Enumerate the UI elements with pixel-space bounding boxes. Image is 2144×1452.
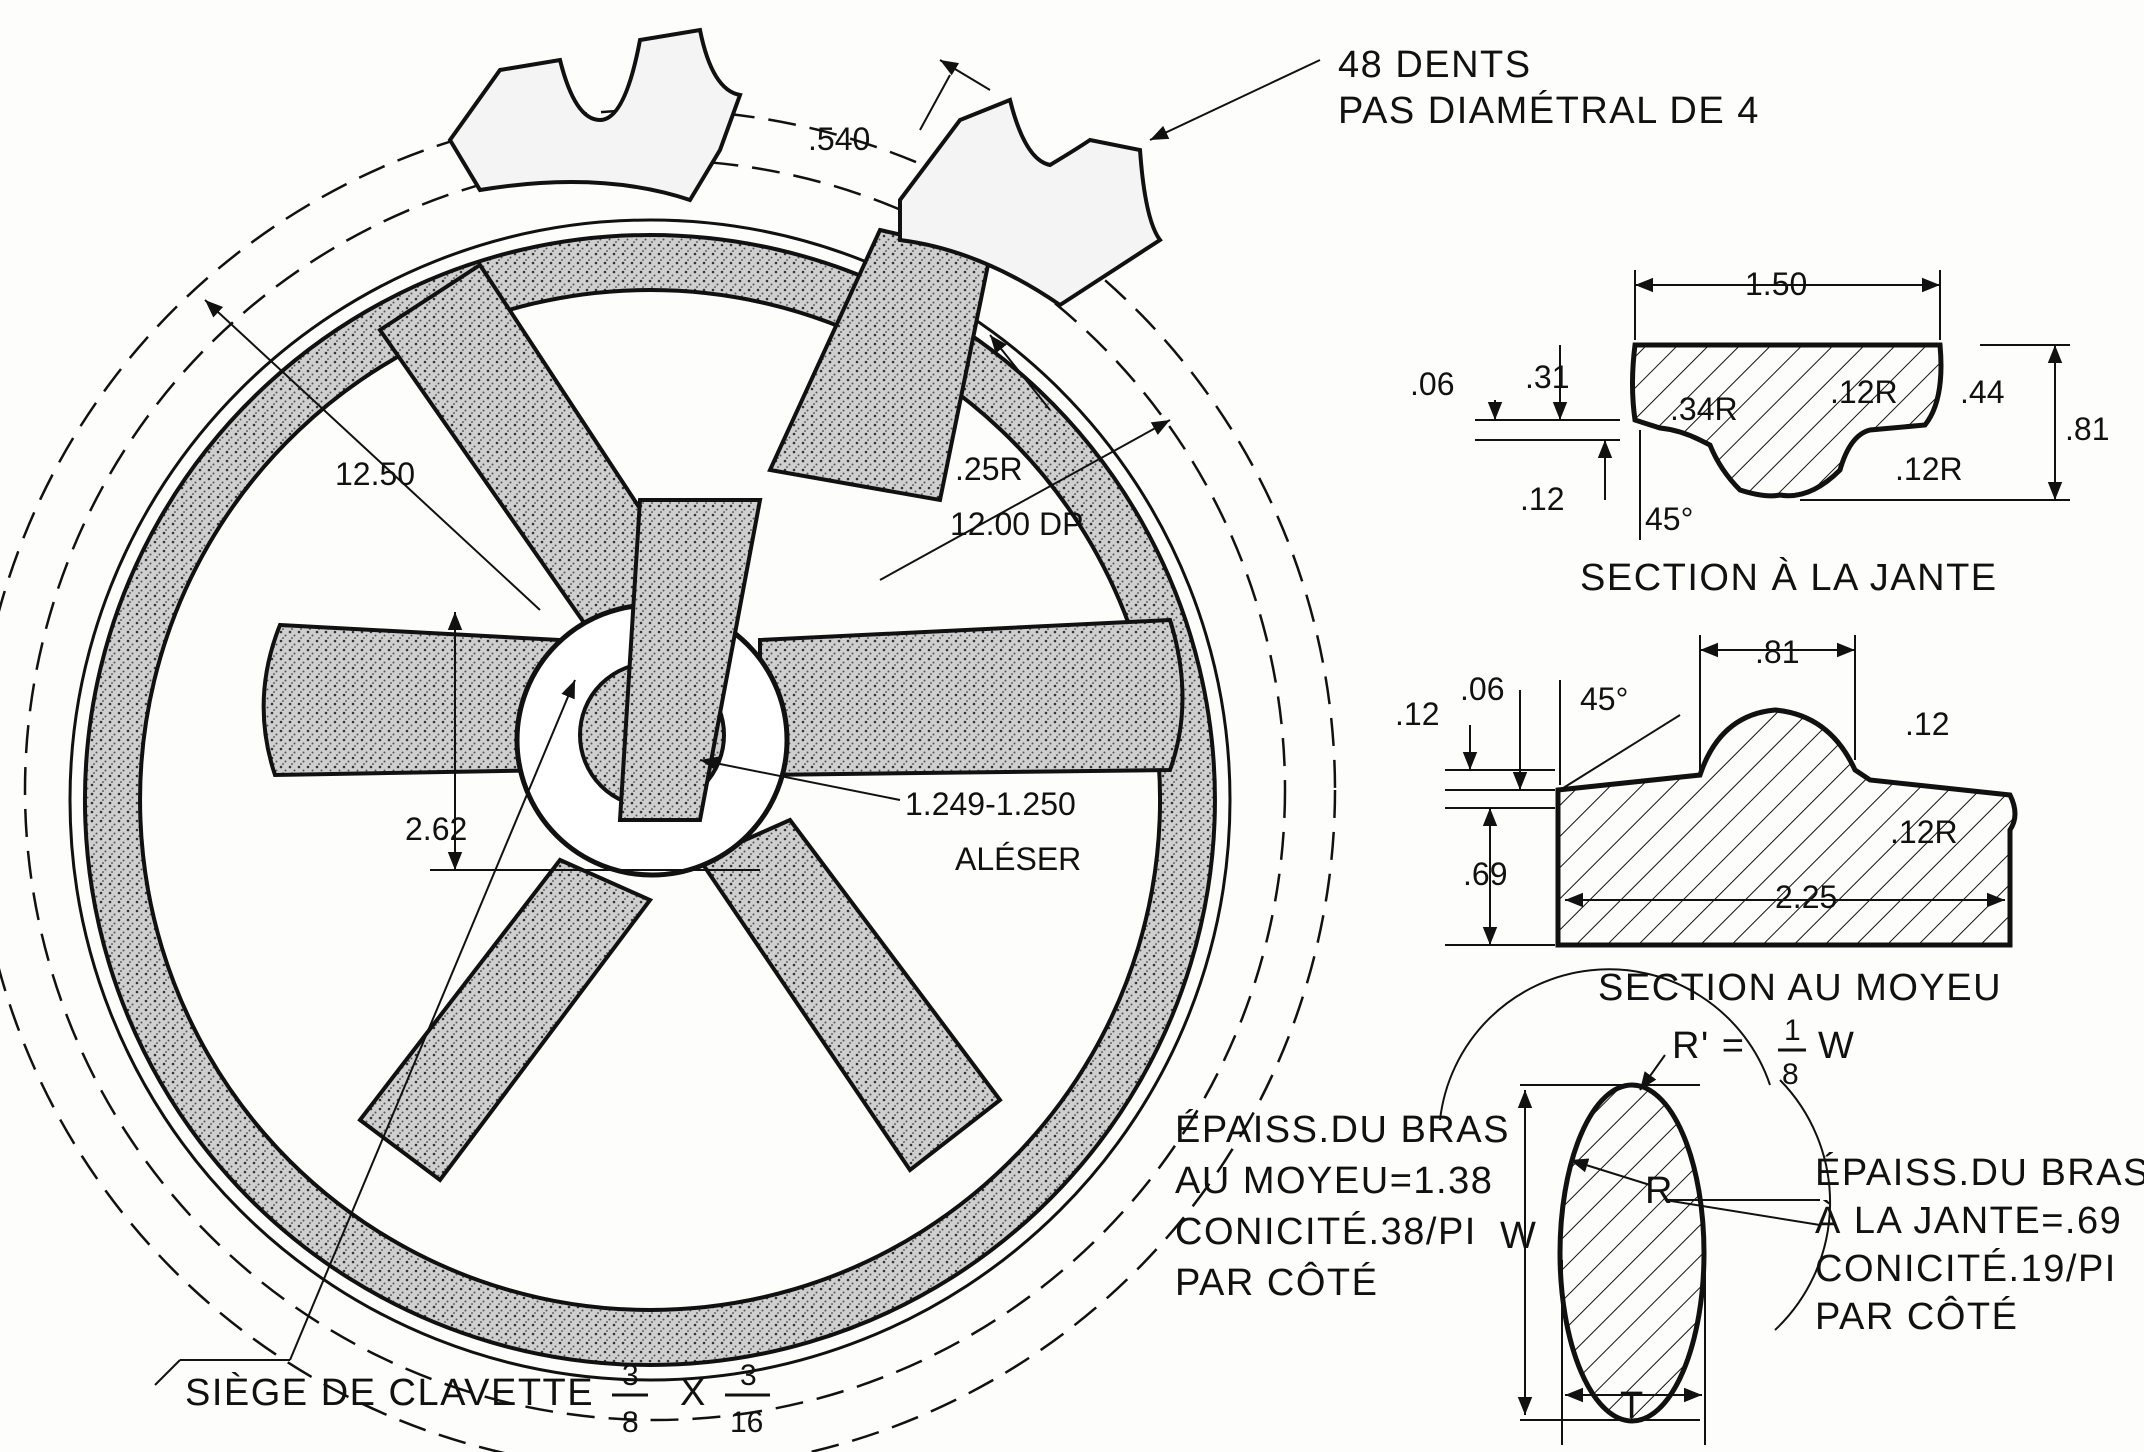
rim-inner-edge — [138, 288, 1162, 1312]
rim-angle-label: 45° — [1645, 501, 1693, 537]
keyseat-width-fraction: 3 8 — [612, 1359, 648, 1439]
rim-section-profile — [1630, 342, 1944, 499]
hub-section-profile — [1555, 707, 2018, 948]
keyseat-leader-c — [154, 1359, 181, 1386]
svg-text:CONICITÉ.38/PI: CONICITÉ.38/PI — [1175, 1210, 1477, 1253]
teeth-count-label: 48 DENTS — [1338, 44, 1532, 86]
hub-dim-label: 2.62 — [405, 811, 467, 847]
pitch-phantom-circle — [23, 158, 1287, 1422]
fillet-leader — [989, 334, 1051, 411]
rim-section-title: SECTION À LA JANTE — [1580, 556, 1998, 599]
keyseat-leader-a — [289, 679, 576, 1361]
rim-34r-label: .34R — [1670, 391, 1738, 427]
bore-dim-label: 1.249-1.250 — [905, 786, 1076, 822]
svg-text:CONICITÉ.19/PI: CONICITÉ.19/PI — [1815, 1247, 2117, 1290]
svg-text:AU MOYEU=1.38: AU MOYEU=1.38 — [1175, 1160, 1493, 1202]
bore-note-label: ALÉSER — [955, 841, 1081, 877]
rim-width-label: 1.50 — [1745, 266, 1807, 302]
rim-31-label: .31 — [1525, 359, 1569, 395]
outer-diameter-dim-line — [204, 299, 541, 611]
hub-12r-label: .12R — [1890, 814, 1958, 850]
svg-text:À LA JANTE=.69: À LA JANTE=.69 — [1815, 1199, 2122, 1242]
svg-text:3: 3 — [740, 1359, 757, 1392]
arm-lower-right — [697, 817, 1003, 1173]
arm-cross-section — [1557, 1082, 1707, 1424]
tooth-dim-line — [939, 59, 991, 91]
svg-text:1: 1 — [1784, 1014, 1801, 1047]
hub-12a-label: .12 — [1395, 696, 1439, 732]
gear-view — [0, 27, 1337, 1452]
svg-text:8: 8 — [1782, 1058, 1799, 1091]
arm-section — [1439, 968, 1832, 1445]
rim-44-label: .44 — [1960, 374, 2004, 410]
arm-hub-note: ÉPAISS.DU BRAS AU MOYEU=1.38 CONICITÉ.38… — [1175, 1108, 1510, 1304]
hub-06-label: .06 — [1460, 671, 1504, 707]
arm-right — [758, 617, 1185, 778]
hub-69-label: .69 — [1463, 856, 1507, 892]
arm-left — [261, 622, 562, 778]
hub-section — [1445, 635, 2018, 948]
rim-06-label: .06 — [1410, 366, 1454, 402]
svg-text:W: W — [1818, 1025, 1855, 1067]
rim-section — [1475, 270, 2070, 540]
teeth-upper-left — [447, 27, 743, 203]
svg-text:8: 8 — [622, 1406, 639, 1439]
arm-construction-arc-right — [1774, 1079, 1832, 1331]
arm-construction-arc-left — [1439, 968, 1771, 1121]
hub-width-label: 2.25 — [1775, 879, 1837, 915]
hub-section-title: SECTION AU MOYEU — [1598, 967, 2002, 1009]
keyseat-x-label: X — [680, 1372, 707, 1414]
hub-12b-label: .12 — [1905, 706, 1949, 742]
fillet-radius-label: .25R — [955, 451, 1023, 487]
svg-text:16: 16 — [730, 1406, 763, 1439]
tooth-dim-label: .540 — [808, 121, 870, 157]
hub-top-width-label: .81 — [1755, 634, 1799, 670]
svg-text:ÉPAISS.DU BRAS: ÉPAISS.DU BRAS — [1175, 1108, 1510, 1151]
arm-t-label: T — [1620, 1385, 1645, 1427]
rim-12r-a-label: .12R — [1830, 374, 1898, 410]
pitch-diameter-dim-line — [879, 419, 1171, 581]
rim-81-label: .81 — [2065, 411, 2109, 447]
keyseat-depth-fraction: 3 16 — [725, 1359, 770, 1439]
arm-w-label: W — [1500, 1215, 1537, 1257]
pitch-diameter-label: 12.00 DP — [950, 506, 1083, 542]
arm-rim-note: ÉPAISS.DU BRAS À LA JANTE=.69 CONICITÉ.1… — [1815, 1151, 2144, 1338]
tooth-leader — [919, 74, 951, 131]
teeth-leader — [1149, 59, 1321, 141]
arm-radius-formula: R' = 1 8 W — [1672, 1014, 1855, 1091]
keyseat — [617, 498, 763, 822]
svg-text:PAR CÔTÉ: PAR CÔTÉ — [1175, 1260, 1378, 1304]
arm-lower-left — [357, 857, 654, 1183]
teeth-upper-right — [898, 97, 1163, 308]
arm-r-label: R — [1645, 1170, 1674, 1212]
rim-12r-b-label: .12R — [1895, 451, 1963, 487]
hub-angle-label: 45° — [1580, 681, 1628, 717]
svg-text:ÉPAISS.DU BRAS: ÉPAISS.DU BRAS — [1815, 1151, 2144, 1194]
svg-text:R' =: R' = — [1672, 1025, 1745, 1067]
svg-text:3: 3 — [622, 1359, 639, 1392]
bore-leader — [699, 756, 901, 801]
root-circle — [68, 218, 1232, 1382]
svg-text:PAR CÔTÉ: PAR CÔTÉ — [1815, 1294, 2018, 1338]
gear-arms — [261, 262, 1185, 1183]
diametral-pitch-label: PAS DIAMÉTRAL DE 4 — [1338, 89, 1760, 132]
keyseat-label: SIÈGE DE CLAVETTE — [185, 1371, 594, 1414]
rim-12-label: .12 — [1520, 481, 1564, 517]
outer-diameter-label: 12.50 — [335, 456, 415, 492]
gear-dimensions — [154, 59, 1321, 1386]
